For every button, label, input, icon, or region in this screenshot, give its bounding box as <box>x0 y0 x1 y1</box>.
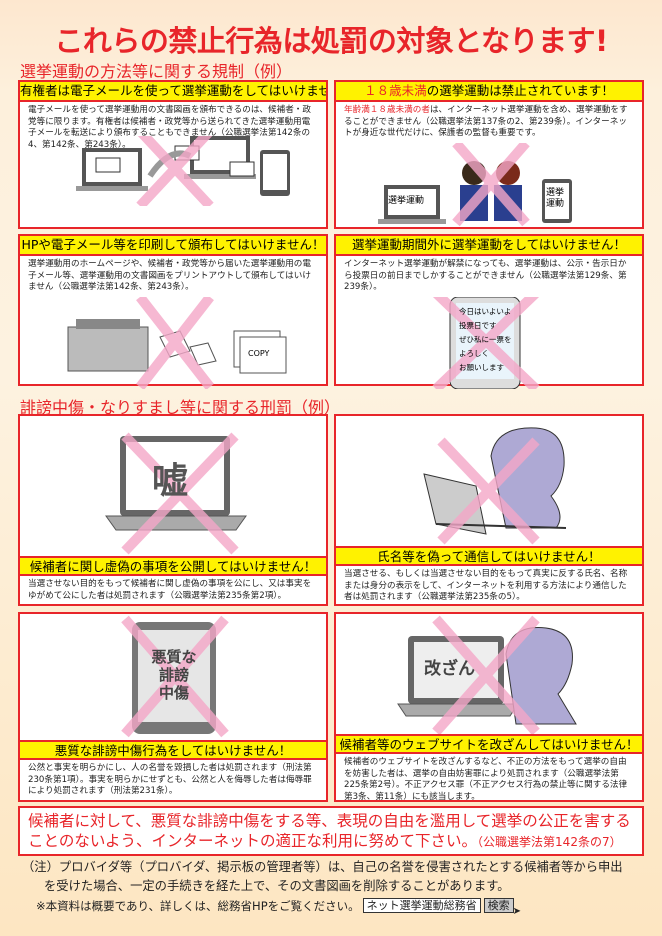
prohibited-x-icon <box>121 615 229 738</box>
phone-illustration: 今日はいよいよ 投票日です ぜひ私に一票を よろしく お願いします <box>336 296 642 389</box>
prohibited-x-icon <box>121 432 239 555</box>
appeal-reference: （公職選挙法第142条の7） <box>477 835 622 849</box>
printer-illustration: COPY <box>20 296 326 389</box>
prohibited-x-icon <box>136 296 214 389</box>
laptop-label: 選挙運動 <box>388 195 425 206</box>
text-highlight: 年齢満１８歳未満の者 <box>344 105 430 115</box>
section-heading-penalties: 誹謗中傷・なりすまし等に関する刑罰（例） <box>20 398 341 417</box>
panel-email-campaign: 有権者は電子メールを使って選挙運動をしてはいけません！ 電子メールを使って選挙運… <box>18 80 328 229</box>
search-button[interactable]: 検索 <box>483 898 514 913</box>
appeal-box: 候補者に対して、悪質な誹謗中傷をする等、表現の自由を濫用して選挙の公正を害するこ… <box>18 806 644 856</box>
laptop-lie-illustration: 嘘 <box>20 416 326 556</box>
defamation-label: 悪質な 誹謗 中傷 <box>140 648 208 702</box>
panel-text: 選挙運動用のホームページや、候補者・政党等から届いた選挙運動用の電子メール等、選… <box>28 259 311 292</box>
panel-heading: １８歳未満の選挙運動は禁止されています！ <box>336 82 642 102</box>
panel-heading: 有権者は電子メールを使って選挙運動をしてはいけません！ <box>20 82 326 102</box>
prohibited-x-icon <box>136 136 214 206</box>
note-line: （注）プロバイダ等（プロバイダ、掲示板の管理者等）は、自己の名誉を侵害されたとす… <box>22 860 623 874</box>
panel-heading: 候補者に関し虚偽の事項を公開してはいけません！ <box>20 556 326 576</box>
prohibited-x-icon <box>432 296 540 389</box>
phone-line: お願いします <box>459 362 504 372</box>
phone-line: ぜひ私に一票を <box>459 334 512 344</box>
panel-heading: 悪質な誹謗中傷行為をしてはいけません！ <box>20 740 326 760</box>
panel-heading: HPや電子メール等を印刷して頒布してはいけません！ <box>20 236 326 256</box>
hacker-illustration <box>336 416 642 546</box>
panel-text: 電子メールを使って選挙運動用の文書図画を頒布できるのは、候補者・政党等に限ります… <box>28 105 311 150</box>
panel-heading: 候補者等のウェブサイトを改ざんしてはいけません！ <box>336 734 642 754</box>
phone-line: 投票日です <box>459 320 497 330</box>
tablet-label: 選挙運動 <box>546 187 565 209</box>
email-illustration <box>20 136 326 206</box>
students-illustration: 選挙運動 選挙運動 <box>336 142 642 227</box>
prohibited-x-icon <box>452 142 530 226</box>
tamper-label: 改ざん <box>424 659 475 679</box>
heading-text: の選挙運動は禁止されています！ <box>426 83 614 98</box>
appeal-text: 候補者に対して、悪質な誹謗中傷をする等、表現の自由を濫用して選挙の公正を害するこ… <box>28 812 631 850</box>
panel-website-tampering: 改ざん 候補者等のウェブサイトを改ざんしてはいけません！ 候補者のウェブサイトを… <box>334 612 644 802</box>
page-title: これらの禁止行為は処罰の対象となります! <box>54 24 608 58</box>
phone-message: 今日はいよいよ 投票日です ぜひ私に一票を よろしく お願いします <box>459 305 512 375</box>
panel-text: 年齢満１８歳未満の者は、インターネット選挙運動を含め、選挙運動をすることができま… <box>336 102 642 143</box>
phone-line: 今日はいよいよ <box>459 306 512 316</box>
reference-text: ※本資料は概要であり、詳しくは、総務省HPをご覧ください。 <box>36 898 360 913</box>
panel-under-18: １８歳未満の選挙運動は禁止されています！ 年齢満１８歳未満の者は、インターネット… <box>334 80 644 229</box>
search-input[interactable]: ネット選挙運動総務省 <box>362 898 481 913</box>
label-line: 悪質な <box>151 648 197 666</box>
copy-label: COPY <box>248 348 270 358</box>
panel-text: 候補者のウェブサイトを改ざんするなど、不正の方法をもって選挙の自由を妨害した者は… <box>344 757 628 802</box>
text-body: は、インターネット選挙運動を含め、選挙運動をすることができません（公職選挙法第1… <box>344 105 628 138</box>
panel-false-info: 嘘 候補者に関し虚偽の事項を公開してはいけません！ 当選させない目的をもって候補… <box>18 414 328 606</box>
tampering-illustration: 改ざん <box>336 614 642 734</box>
label-line: 中傷 <box>158 684 189 702</box>
panel-text: 公然と事実を明らかにし、人の名誉を毀損した者は処罰されます（刑法第230条第1項… <box>28 763 312 796</box>
note-line: を受けた場合、一定の手続きを経た上で、その文書図画を削除することがあります。 <box>44 879 510 893</box>
panel-text: インターネット選挙運動が解禁になっても、選挙運動は、公示・告示日から投票日の前日… <box>344 259 627 292</box>
panel-text: 当選させる、もしくは当選させない目的をもって真実に反する氏名、名称または身分の表… <box>344 569 628 602</box>
prohibited-x-icon <box>437 437 540 545</box>
heading-highlight: １８歳未満 <box>364 83 427 98</box>
panel-outside-period: 選挙運動期間外に選挙運動をしてはいけません！ インターネット選挙運動が解禁になっ… <box>334 234 644 389</box>
tablet-defamation-illustration: 悪質な 誹謗 中傷 <box>20 614 326 740</box>
section-heading-regulations: 選挙運動の方法等に関する規制（例） <box>20 62 293 81</box>
phone-line: よろしく <box>459 348 489 358</box>
panel-text: 当選させない目的をもって候補者に関し虚偽の事項を公にし、又は事実をゆがめて公にし… <box>28 579 312 601</box>
reference-line: ※本資料は概要であり、詳しくは、総務省HPをご覧ください。 ネット選挙運動総務省… <box>36 894 521 917</box>
lie-label: 嘘 <box>152 461 189 502</box>
panel-print-distribution: HPや電子メール等を印刷して頒布してはいけません！ 選挙運動用のホームページや、… <box>18 234 328 389</box>
panel-impersonation: 氏名等を偽って通信してはいけません！ 当選させる、もしくは当選させない目的をもっ… <box>334 414 644 606</box>
panel-heading: 氏名等を偽って通信してはいけません！ <box>336 546 642 566</box>
panel-defamation: 悪質な 誹謗 中傷 悪質な誹謗中傷行為をしてはいけません！ 公然と事実を明らかに… <box>18 612 328 802</box>
prohibited-x-icon <box>432 615 540 734</box>
label-line: 誹謗 <box>158 666 189 684</box>
panel-heading: 選挙運動期間外に選挙運動をしてはいけません！ <box>336 236 642 256</box>
cursor-icon: ➤ <box>512 906 522 917</box>
provider-note: （注）プロバイダ等（プロバイダ、掲示板の管理者等）は、自己の名誉を侵害されたとす… <box>22 858 652 896</box>
